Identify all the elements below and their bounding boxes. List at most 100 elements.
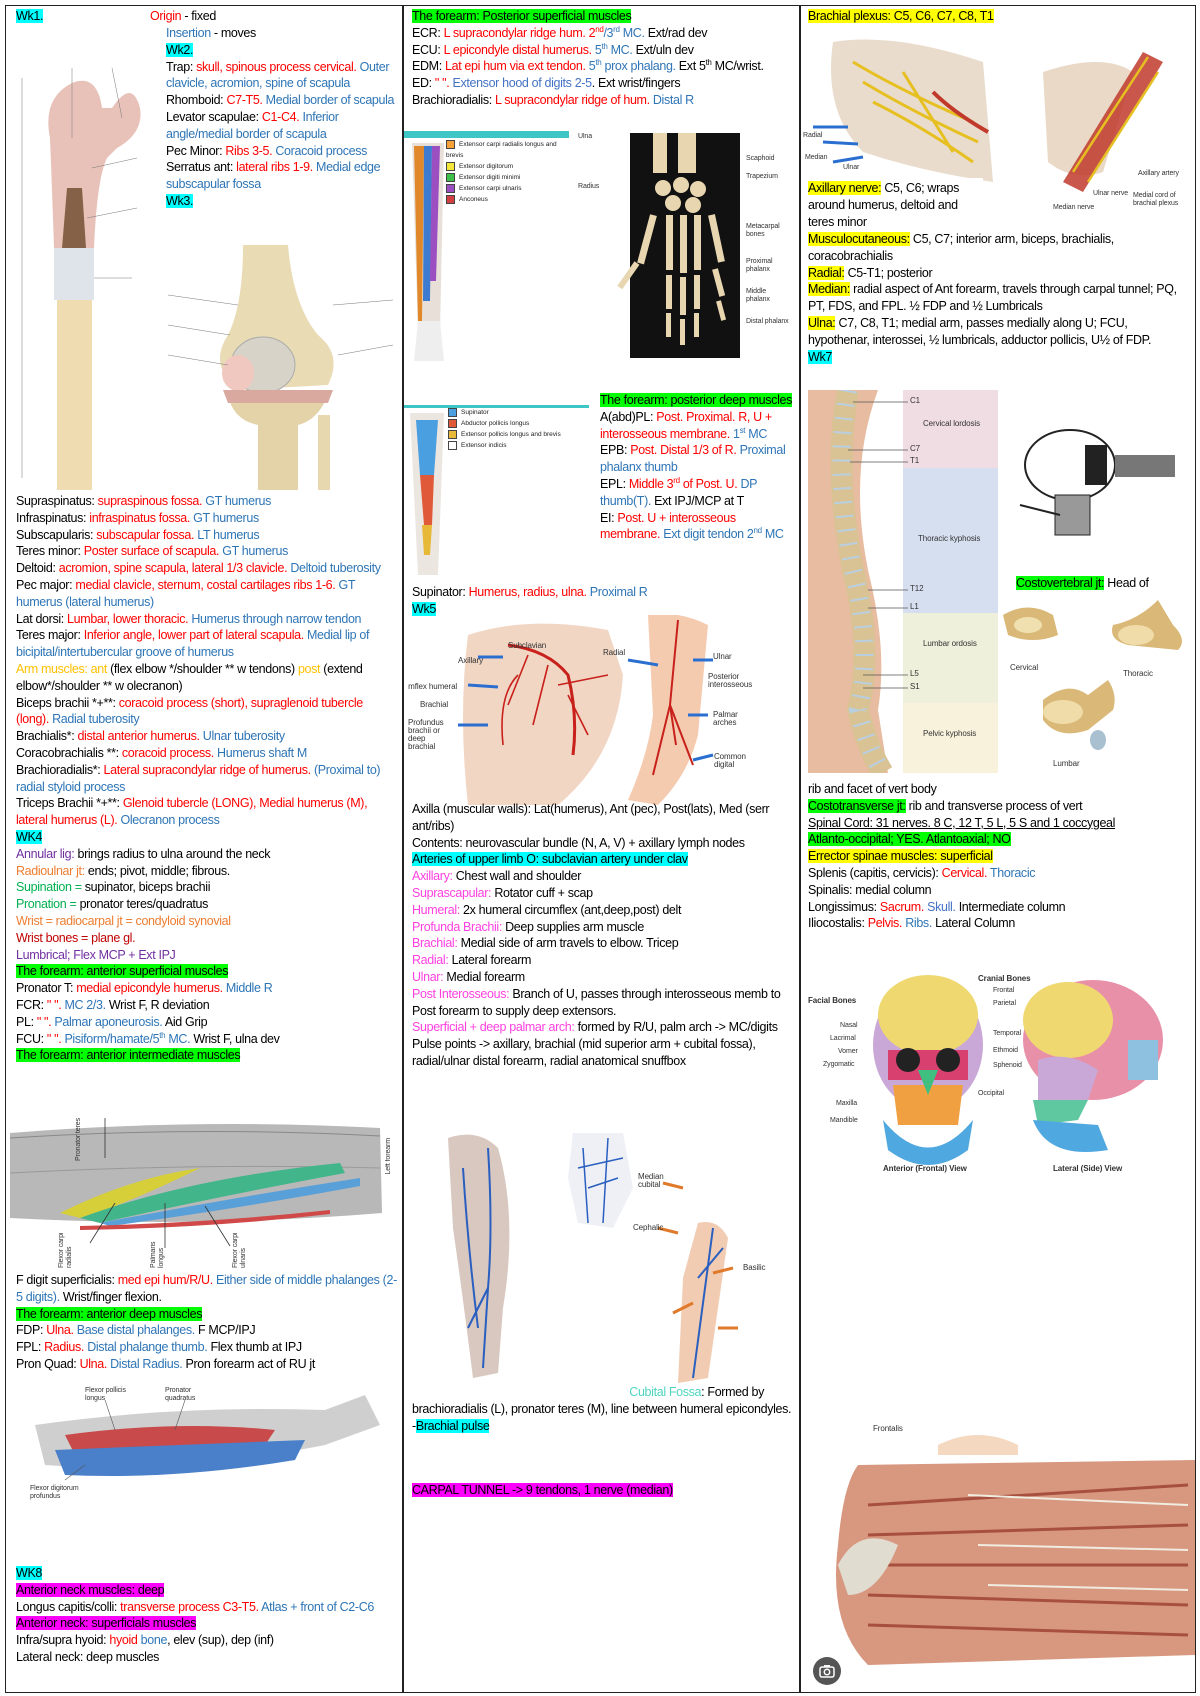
highlighted-text: Errector spinae muscles: superficial — [808, 849, 993, 864]
label-flexor-carpi-radialis: Flexor carpi radialis — [58, 1232, 73, 1268]
label-pronator-quadratus: Pronator quadratus — [165, 1387, 196, 1402]
text-run: " ". — [36, 1014, 55, 1029]
text-run: Triceps Brachii *+**: — [16, 796, 123, 811]
text-run: L supracondylar ridge hum. 2 — [443, 25, 596, 40]
upper-limb-veins-illustration: Median cubital Cephalic Basilic — [408, 1128, 796, 1390]
costovertebral-note: Costovertebral jt: Head of — [1016, 575, 1192, 592]
text-run: MC. — [619, 25, 645, 40]
text-run: rd — [673, 475, 680, 485]
text-line: Pron Quad: Ulna. Distal Radius. Pron for… — [16, 1356, 398, 1373]
text-run: 5 — [594, 42, 602, 57]
text-run: th — [159, 1030, 166, 1040]
text-run: Middle R — [225, 981, 273, 996]
legend-label: Extensor carpi radialis longus and brevi… — [446, 141, 557, 159]
text-run: Radioulnar jt: — [16, 863, 88, 878]
text-run: rib and transverse process of vert — [905, 798, 1083, 813]
text-run: Ext/uln dev — [632, 42, 694, 57]
text-line: Post Interosseous: Branch of U, passes t… — [412, 986, 796, 1020]
text-line: Ulna: C7, C8, T1; medial arm, passes med… — [808, 315, 1192, 349]
text-run: distal anterior humerus. — [77, 729, 203, 744]
text-run: Wrist bones = plane gl. — [16, 930, 136, 945]
text-run: 2x humeral circumflex (ant,deep,post) de… — [463, 902, 682, 917]
text-run: C7-T5. — [226, 93, 266, 108]
region-lumbar-lordosis: Lumbar ordosis — [923, 639, 977, 648]
text-line: Coracobrachialis **: coracoid process. H… — [16, 745, 398, 762]
text-line: Pulse points -> axillary, brachial (mid … — [412, 1036, 796, 1070]
highlighted-text: The forearm: anterior deep muscles — [16, 1306, 203, 1321]
text-run: A(abd)PL: — [600, 409, 657, 424]
label-ulnar-nerve: Ulnar nerve — [1093, 190, 1129, 197]
text-run: nd — [595, 24, 604, 34]
text-run: Splenis (capitis, cervicis): — [808, 865, 942, 880]
text-line: Ulnar: Medial forearm — [412, 969, 796, 986]
arteries-notes: Axilla (muscular walls): Lat(humerus), A… — [412, 801, 796, 1070]
text-run: radial aspect of Ant forearm, travels th… — [808, 282, 1177, 314]
label-flexor-pollicis-longus: Flexor pollicis longus — [85, 1387, 126, 1402]
text-run: C7, C8, T1; medial arm, passes medially … — [808, 315, 1152, 347]
label-ulna: Ulna — [578, 133, 592, 140]
text-line: Anterior neck muscles: deep — [16, 1582, 398, 1599]
mark-l5: L5 — [910, 669, 919, 678]
text-run: Cervical. — [941, 865, 991, 880]
text-run: transverse process C3-T5. — [120, 1599, 262, 1614]
mark-t1: T1 — [910, 456, 920, 465]
foot-muscles-illustration: Frontalis — [808, 1425, 1195, 1690]
text-run: Ext digit tendon 2 — [663, 527, 754, 542]
label-posterior-interosseous: Posterior interosseous — [708, 672, 753, 689]
text-line: Brachial plexus: C5, C6, C7, C8, T1 — [808, 8, 1192, 25]
label-circumflex-humeral: Circumflex humeral — [408, 682, 458, 691]
highlighted-text: Brachial pulse — [415, 1418, 490, 1433]
highlighted-text: Radial: — [808, 265, 845, 280]
legend-label: Extensor digitorum — [459, 163, 514, 170]
label-scaphoid: Scaphoid — [746, 155, 775, 162]
text-line: ECR: L supracondylar ridge hum. 2nd/3rd … — [412, 25, 796, 42]
highlighted-text: Anterior neck muscles: deep — [16, 1582, 165, 1597]
text-run: Ext 5 — [675, 59, 706, 74]
text-run: Lateral forearm — [451, 953, 532, 968]
text-line: brachioradialis (L), pronator teres (M),… — [412, 1401, 796, 1418]
text-line: Profunda Brachii: Deep supplies arm musc… — [412, 919, 796, 936]
text-line: Radial: C5-T1; posterior — [808, 265, 1192, 282]
text-run: Origin — [150, 9, 182, 23]
text-line: Radioulnar jt: ends; pivot, middle; fibr… — [16, 863, 398, 880]
text-line: CARPAL TUNNEL -> 9 tendons, 1 nerve (med… — [412, 1482, 796, 1499]
text-run: of Post. U. — [679, 476, 741, 491]
text-run: Branch of U, passes through interosseous… — [412, 986, 781, 1018]
spine-curvature-illustration: C1 C7 T1 T12 L1 L5 S1 Cervical lordosis … — [808, 390, 998, 773]
text-run: Pulse points -> axillary, brachial (mid … — [412, 1037, 756, 1068]
highlighted-text: Ulna: — [808, 315, 836, 330]
text-line: Wk3. — [166, 193, 398, 210]
text-run: Radial tuberosity — [52, 712, 140, 727]
text-run: Distal phalange thumb. — [87, 1340, 211, 1355]
origin-note: Origin - fixed — [150, 8, 216, 25]
highlighted-text: The forearm: anterior superficial muscle… — [16, 964, 229, 979]
text-run: Ext/rad dev — [644, 25, 708, 40]
text-line: -Brachial pulse — [412, 1418, 796, 1435]
knee-joint-illustration — [168, 245, 398, 490]
text-run: Thoracic — [990, 865, 1036, 880]
highlighted-text: The forearm: Posterior superficial muscl… — [412, 9, 632, 23]
highlighted-text: Brachial plexus: C5, C6, C7, C8, T1 — [808, 9, 994, 23]
text-line: F digit superficialis: med epi hum/R/U. … — [16, 1272, 398, 1306]
text-run: Brachialis*: — [16, 729, 78, 744]
text-run: ECR: — [412, 25, 444, 40]
text-run: Humerus, radius, ulna. — [468, 585, 590, 599]
label-flexor-digitorum-profundus: Flexor digitorum profundus — [30, 1485, 79, 1500]
camera-icon[interactable] — [813, 1657, 841, 1685]
text-run: FCR: — [16, 997, 47, 1012]
text-line: Supraspinatus: supraspinous fossa. GT hu… — [16, 493, 398, 510]
text-run: Ribs. — [905, 916, 936, 931]
text-line: Lumbrical; Flex MCP + Ext IPJ — [16, 947, 398, 964]
text-run: Rhomboid: — [166, 93, 227, 108]
mark-c1: C1 — [910, 396, 921, 405]
text-line: Axillary nerve: C5, C6; wraps around hum… — [808, 180, 980, 230]
text-run: Brachioradialis*: — [16, 762, 104, 777]
label-zygomatic: Zygomatic — [823, 1061, 855, 1068]
text-run: " ". — [434, 76, 453, 91]
text-run: MC — [761, 527, 784, 542]
text-run: GT humerus (lateral humerus) — [16, 577, 355, 609]
label-lacrimal: Lacrimal — [830, 1035, 856, 1042]
text-run: EPL: — [600, 476, 629, 491]
text-run: Longissimus: — [808, 899, 880, 914]
text-run: Trap: — [166, 59, 197, 74]
